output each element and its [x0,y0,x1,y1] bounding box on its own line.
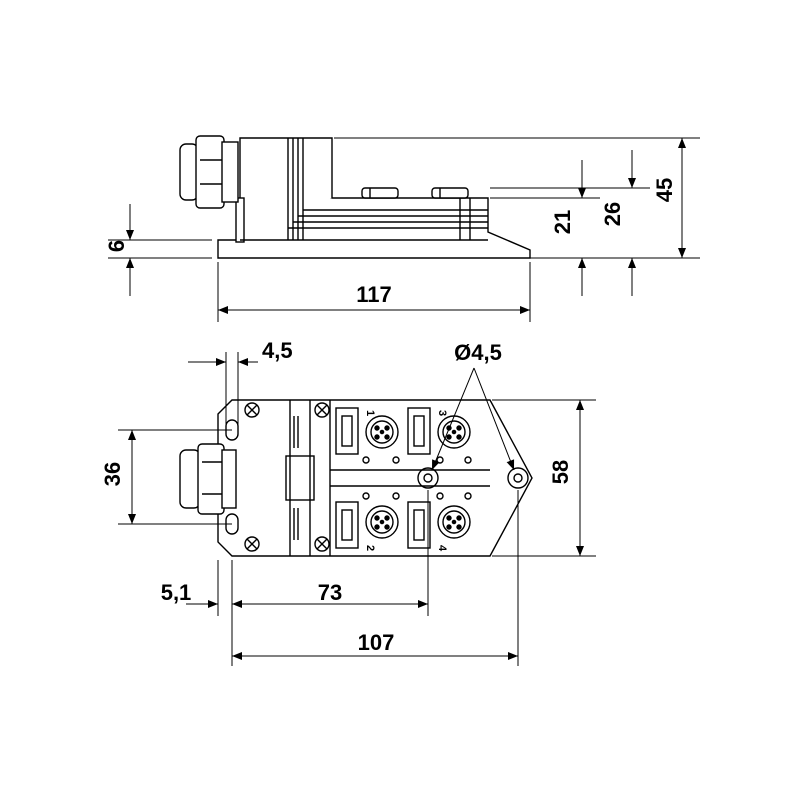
top-view [179,399,533,557]
dim-width: 58 [548,460,573,484]
side-view [179,135,531,259]
port-label-2: 2 [364,545,376,551]
port-label-3: 3 [436,410,448,416]
dim-hole-offset: 4,5 [262,338,293,363]
screw-icon [314,402,330,418]
dim-height-26: 26 [600,202,625,226]
dim-body-length: 107 [358,630,395,655]
mounting-hole-center [417,467,439,489]
dim-overall-length: 117 [356,282,392,307]
connector-port-2 [365,505,399,539]
port-label-1: 1 [364,410,376,416]
dim-hole-diameter: Ø4,5 [454,340,502,365]
port-label-4: 4 [436,545,448,552]
cable-gland-top [179,443,237,515]
dim-foot-height: 6 [104,240,129,252]
screw-icon [314,536,330,552]
screw-icon [244,536,260,552]
dim-height-21: 21 [550,210,575,234]
connector-port-1 [365,415,399,449]
connector-port-4 [437,505,471,539]
side-view-dimensions [108,137,700,322]
top-view-dimensions [118,352,596,666]
screw-icon [244,402,260,418]
dim-hole-distance: 73 [318,580,342,605]
dim-offset-left: 5,1 [161,580,192,605]
mounting-hole-tip [507,467,529,489]
dim-gland-spacing: 36 [100,462,125,486]
cable-gland-side [179,135,239,209]
dim-height-45: 45 [652,178,677,202]
